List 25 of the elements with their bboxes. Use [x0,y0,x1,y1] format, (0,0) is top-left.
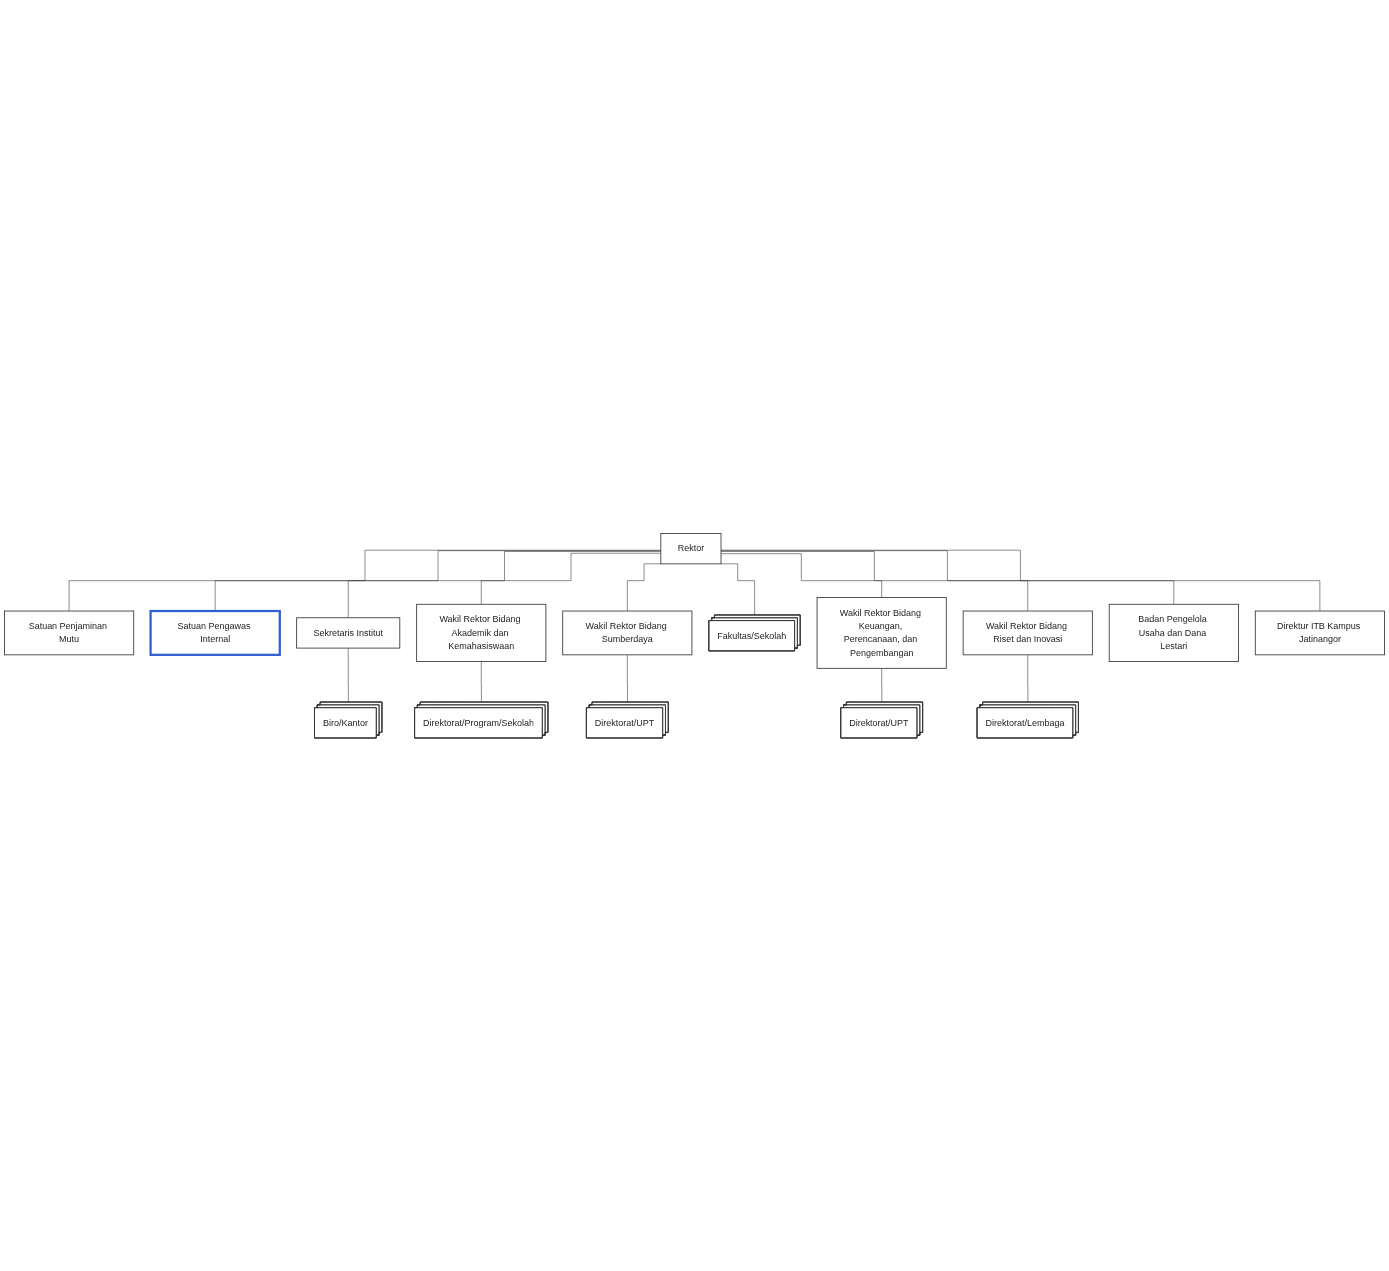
connector [481,661,482,703]
connector [627,654,628,703]
node-box: Wakil Rektor Bidang Keuangan, Perencanaan, dan Pengembangan [816,596,947,669]
node-box: Wakil Rektor Bidang Sumberdaya [562,610,693,655]
connector [720,550,1175,605]
connector [881,667,883,703]
node-box: Wakil Rektor Bidang Riset dan Inovasi [962,610,1093,655]
connector [347,550,662,618]
node-box: Sekretaris Institut [296,617,401,649]
node-box: Satuan Pengawas Internal [149,609,281,656]
node-box: Wakil Rektor Bidang Akademik dan Kemahasiswaan [416,603,547,662]
connector [1027,654,1029,703]
node-box: Direktur ITB Kampus Jatinangor [1254,610,1385,655]
connector [720,563,756,616]
connector [481,552,662,605]
connector [347,647,349,703]
connector [720,549,1321,612]
connector [720,553,882,598]
connector [720,551,1028,612]
connector [627,563,662,612]
connector [68,549,662,612]
node-box: Badan Pengelola Usaha dan Dana Lestari [1108,603,1239,662]
connector [214,550,662,612]
node-box: Rektor [660,532,722,564]
node-box: Satuan Penjaminan Mutu [4,610,135,655]
